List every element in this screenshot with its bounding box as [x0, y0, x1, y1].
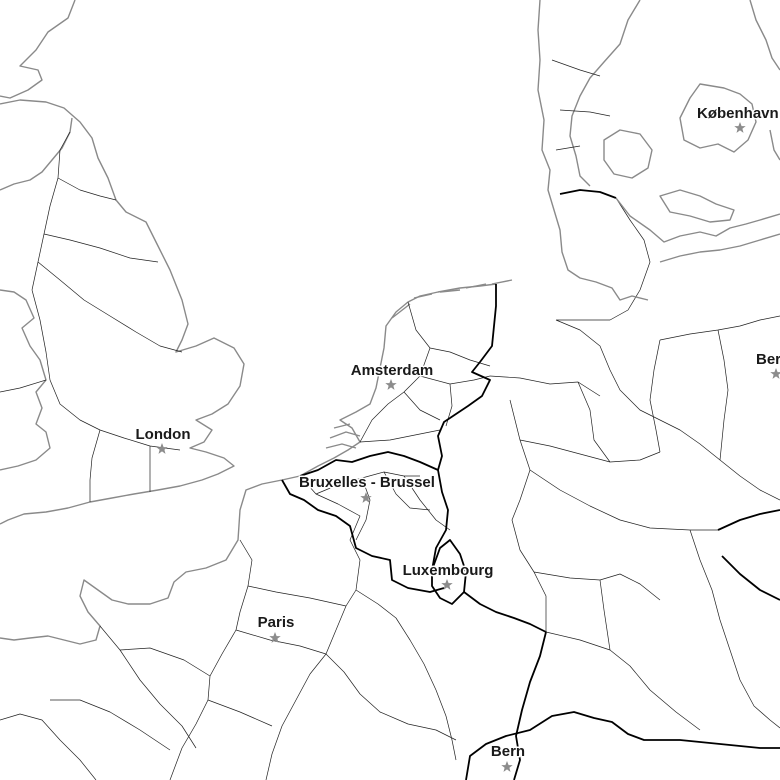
scotland-coastline	[0, 117, 73, 191]
belgium-france-border	[281, 479, 445, 593]
star-icon	[501, 761, 513, 772]
city-label-paris: Paris	[258, 614, 295, 631]
germany-denmark-border	[559, 189, 617, 199]
benelux-region-borders	[315, 301, 491, 541]
city-paris[interactable]: Paris	[256, 613, 296, 643]
belgium-germany-border	[431, 469, 449, 571]
lolland-coastline	[659, 189, 735, 223]
luxembourg-border	[431, 539, 467, 605]
belgium-netherlands-border	[299, 451, 439, 477]
low-countries-coastline	[299, 283, 497, 477]
wales-coastline	[0, 289, 51, 471]
star-icon	[734, 122, 746, 133]
german-baltic-coastline	[615, 197, 780, 263]
great-britain-coastline	[0, 0, 245, 525]
jutland-east-coast	[569, 0, 641, 187]
france-germany-border	[463, 591, 547, 780]
zealand-coastline	[679, 83, 757, 153]
city-bern[interactable]: Bern	[489, 742, 527, 772]
france-coastline	[0, 475, 301, 645]
city-label-luxembourg: Luxembourg	[403, 562, 494, 579]
city-brussels[interactable]: Bruxelles - Brussel	[298, 473, 436, 503]
city-label-brussels: Bruxelles - Brussel	[299, 474, 435, 491]
city-amsterdam[interactable]: Amsterdam	[349, 361, 435, 390]
zeeland-islands	[325, 423, 361, 449]
netherlands-germany-border	[437, 284, 497, 471]
city-berlin[interactable]: Berlin	[755, 350, 780, 379]
city-label-amsterdam: Amsterdam	[351, 362, 434, 379]
funen-coastline	[603, 129, 653, 179]
city-london[interactable]: London	[134, 425, 192, 454]
france-region-borders	[0, 475, 457, 780]
swedish-coastline	[749, 0, 780, 161]
star-icon	[770, 368, 780, 379]
city-label-kobenhavn: København	[697, 105, 779, 122]
star-icon	[385, 379, 397, 390]
city-label-bern: Bern	[491, 743, 525, 760]
jutland-coastline	[537, 0, 649, 301]
uk-region-borders	[0, 131, 183, 502]
switzerland-border	[465, 711, 780, 780]
wadden-islands	[391, 279, 513, 319]
germany-region-borders	[489, 197, 780, 731]
city-kobenhavn[interactable]: København	[696, 104, 780, 133]
city-label-london: London	[136, 426, 191, 443]
city-luxembourg[interactable]: Luxembourg	[401, 561, 495, 590]
city-label-berlin: Berlin	[756, 351, 780, 368]
germany-czech-border	[717, 509, 780, 601]
denmark-region-borders	[551, 59, 611, 151]
